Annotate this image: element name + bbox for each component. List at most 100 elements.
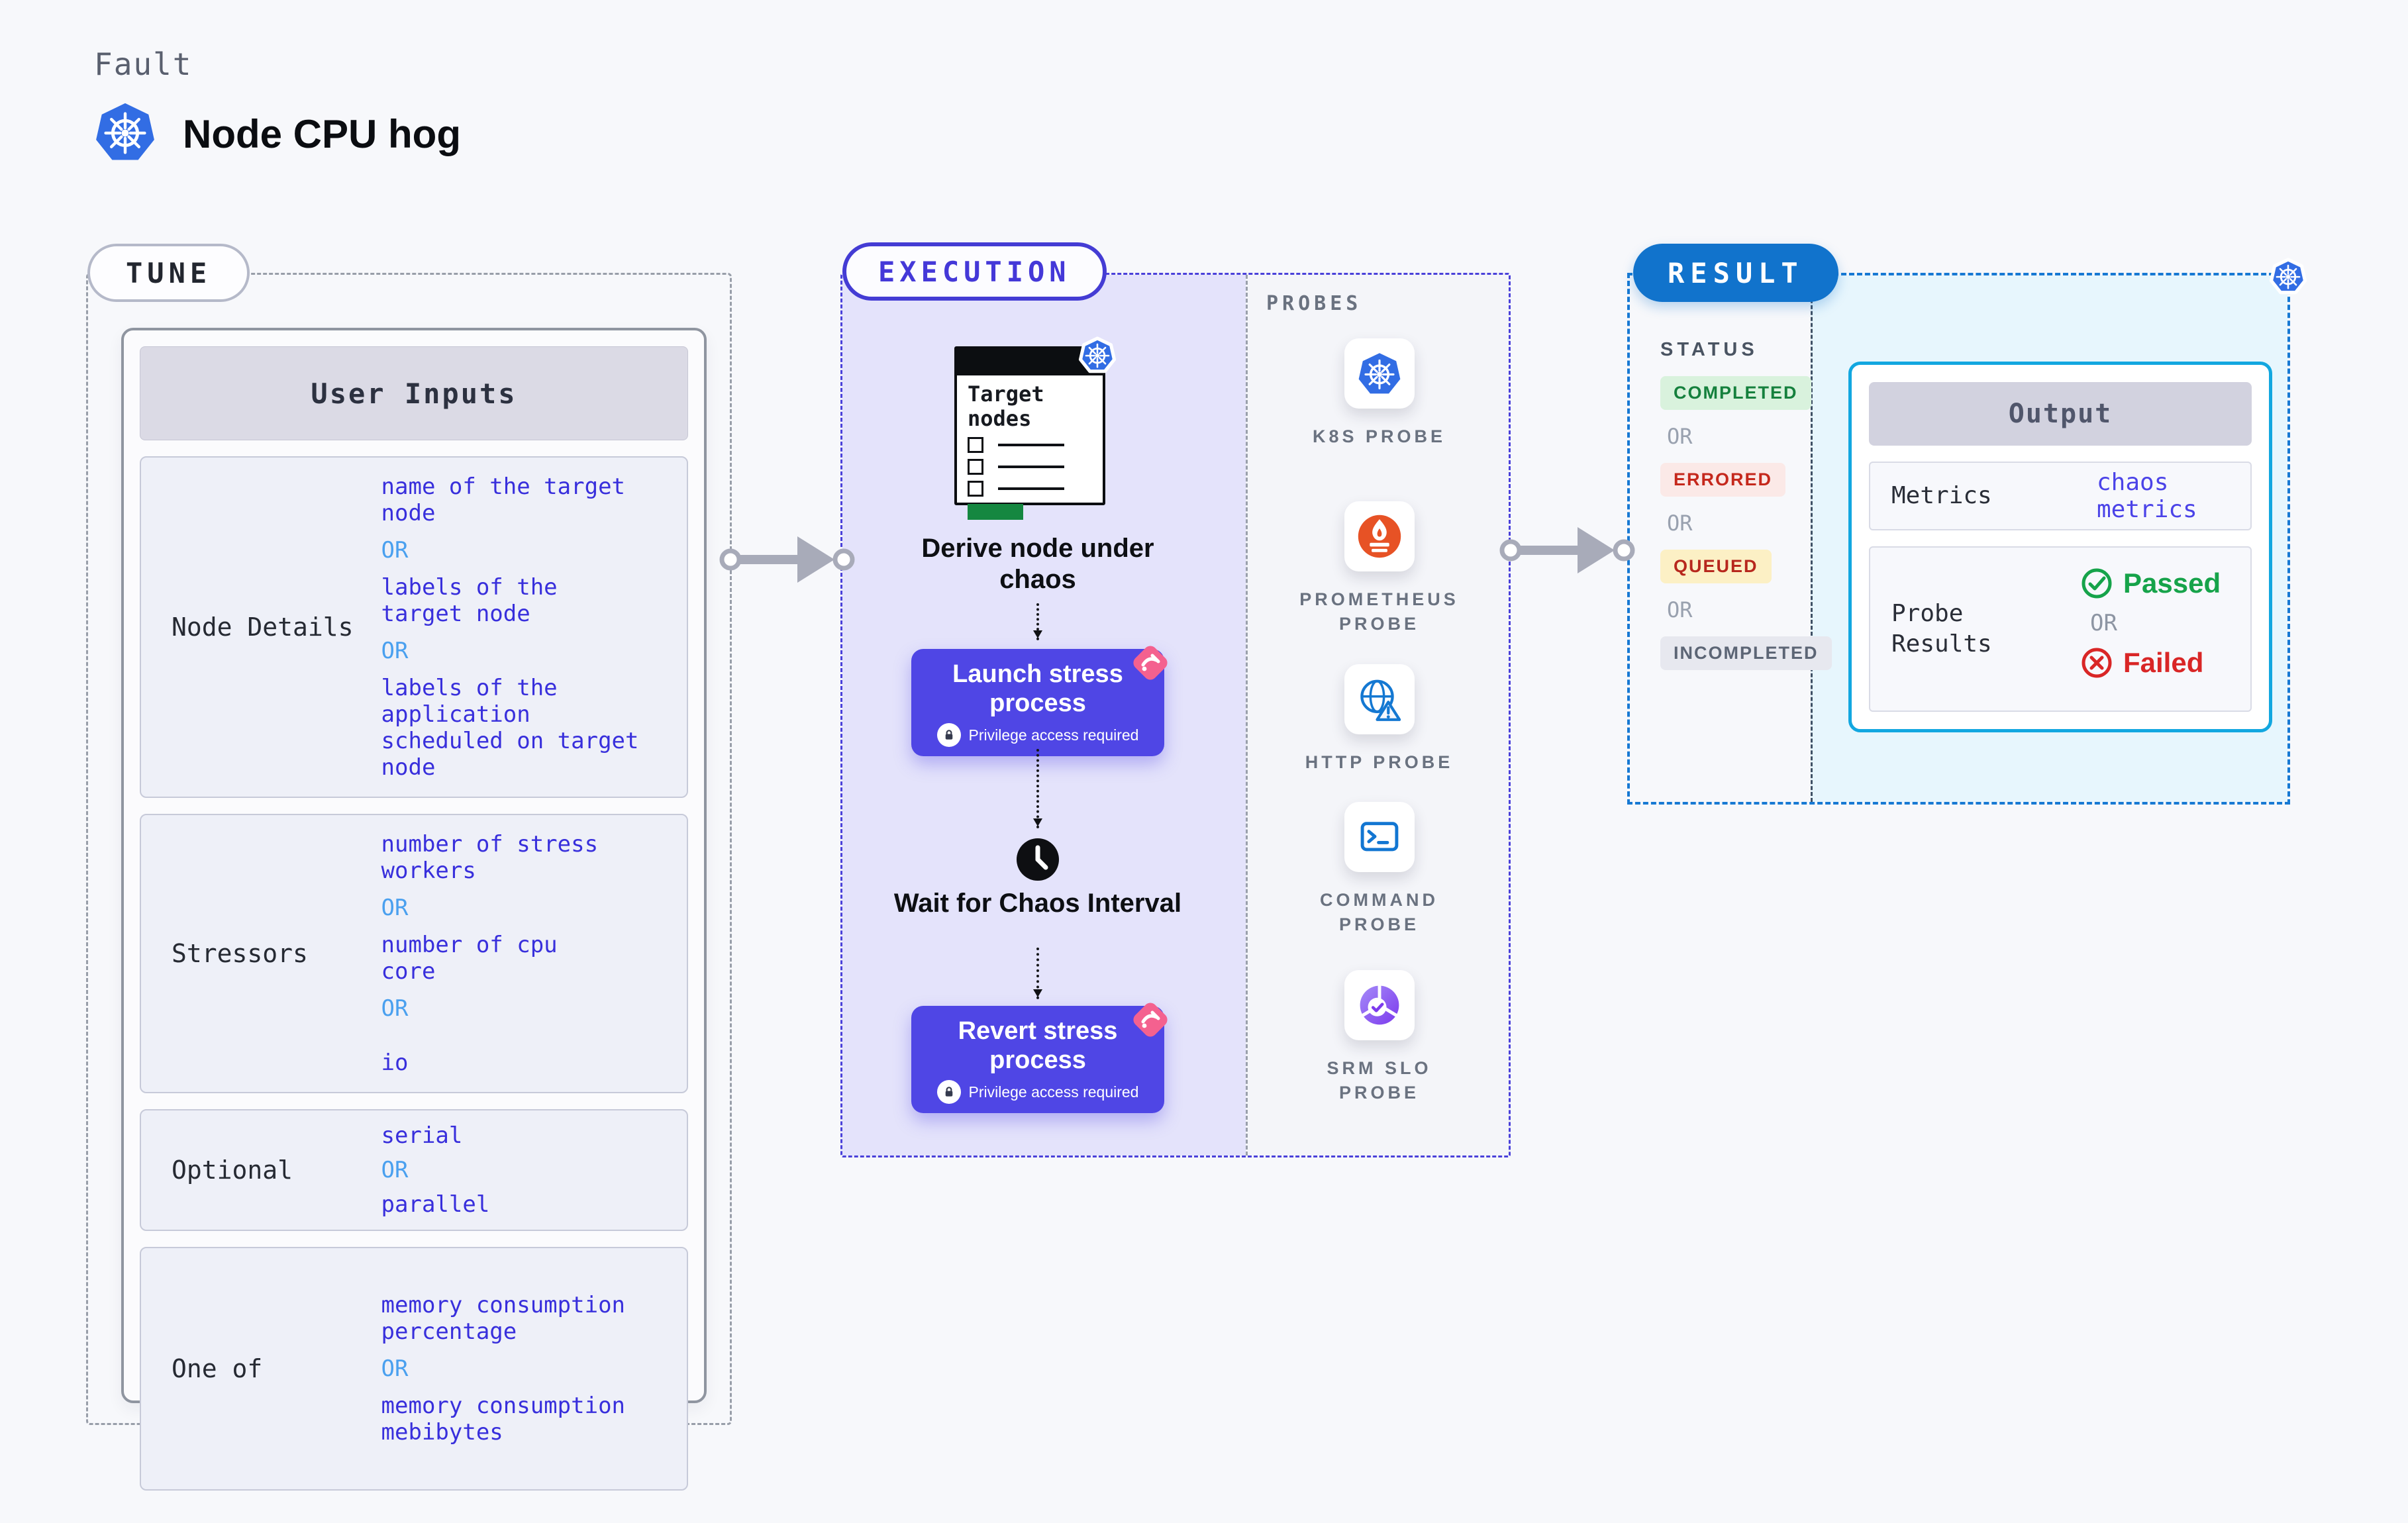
list-line (998, 487, 1064, 490)
launch-stress-label: Launch stress process (952, 660, 1123, 717)
node-list-item (968, 459, 1092, 475)
lock-icon (936, 1080, 961, 1104)
selected-node-bar (968, 504, 1023, 520)
row-label: One of (172, 1354, 263, 1383)
probe-label: PROMETHEUS PROBE (1299, 589, 1459, 634)
or-separator: OR (381, 995, 409, 1022)
lock-icon (936, 723, 961, 747)
checkbox-icon (968, 459, 983, 475)
table-row-optional: Optional serial OR parallel (140, 1109, 688, 1231)
probe-card (1344, 501, 1415, 571)
checkbox-icon (968, 481, 983, 497)
globe-alert-icon (1356, 676, 1403, 722)
input-option: serial (381, 1122, 463, 1149)
status-badge-errored: ERRORED (1660, 463, 1786, 497)
list-item-http-probe: HTTP PROBE (1246, 664, 1513, 775)
metrics-value: chaos metrics (2097, 469, 2197, 523)
probe-card (1344, 664, 1415, 734)
window-titlebar (957, 349, 1103, 375)
status-list: COMPLETED OR ERRORED OR QUEUED OR INCOMP… (1660, 376, 1832, 670)
chaos-ribbon-icon (1126, 995, 1175, 1044)
flow-connector (1033, 948, 1042, 999)
or-separator: OR (381, 537, 409, 564)
table-row-stressors: Stressors number of stress workers OR nu… (140, 814, 688, 1093)
flow-connector (1033, 749, 1042, 828)
input-option: number of cpu core (381, 932, 558, 985)
privilege-note: Privilege access required (968, 726, 1139, 744)
or-separator: OR (381, 1157, 409, 1183)
status-badge-incompleted: INCOMPLETED (1660, 636, 1832, 670)
output-title: Output (1869, 382, 2252, 446)
probe-label: K8S PROBE (1312, 426, 1446, 446)
row-label: Stressors (172, 939, 308, 968)
fault-eyebrow: Fault (94, 46, 193, 82)
prometheus-flame-icon (1356, 513, 1403, 560)
result-divider (1811, 275, 1813, 802)
table-row-one-of: One of memory consumption percentage OR … (140, 1247, 688, 1491)
input-option: parallel (381, 1191, 490, 1218)
or-separator: OR (381, 638, 409, 664)
slo-pie-check-icon (1356, 982, 1403, 1028)
probe-label: HTTP PROBE (1305, 752, 1454, 772)
passed-label: Passed (2123, 567, 2221, 599)
input-option: memory consumption mebibytes (381, 1393, 626, 1446)
or-separator: OR (1667, 597, 1693, 622)
row-label: Node Details (172, 613, 354, 642)
list-item-srm-slo-probe: SRM SLO PROBE (1246, 970, 1513, 1105)
failed-label: Failed (2123, 647, 2204, 678)
input-option: labels of the application scheduled on t… (381, 675, 639, 781)
user-inputs-title: User Inputs (140, 346, 688, 440)
kubernetes-icon (2266, 254, 2310, 298)
list-item-k8s-probe: K8S PROBE (1246, 338, 1513, 449)
node-list-item (968, 481, 1092, 497)
table-row-node-details: Node Details name of the target node OR … (140, 456, 688, 798)
list-line (998, 444, 1064, 446)
probe-label: SRM SLO PROBE (1327, 1058, 1432, 1103)
input-option: io (381, 1050, 409, 1076)
user-inputs-card: User Inputs Node Details name of the tar… (121, 328, 707, 1491)
status-badge-completed: COMPLETED (1660, 376, 1811, 410)
probe-results-row: Probe Results Passed OR Failed (1869, 546, 2252, 712)
input-option: labels of the target node (381, 574, 558, 627)
status-badge-queued: QUEUED (1660, 550, 1772, 583)
or-separator: OR (381, 1355, 409, 1382)
target-nodes-title: Target nodes (968, 381, 1044, 431)
launch-stress-button[interactable]: Launch stress process Privilege access r… (911, 649, 1164, 756)
tune-panel: User Inputs Node Details name of the tar… (86, 273, 732, 1491)
execution-panel: PROBES Target nodes Derive node under ch… (840, 273, 1511, 1157)
metrics-row: Metrics chaos metrics (1869, 462, 2252, 530)
list-item-command-probe: COMMAND PROBE (1246, 802, 1513, 937)
target-nodes-window: Target nodes (954, 346, 1105, 520)
result-panel: STATUS COMPLETED OR ERRORED OR QUEUED OR… (1627, 273, 2290, 805)
input-option: name of the target node (381, 473, 626, 526)
input-option: memory consumption percentage (381, 1292, 626, 1345)
checkbox-icon (968, 437, 983, 453)
flow-connector (1033, 603, 1042, 640)
status-heading: STATUS (1660, 339, 1758, 360)
failed-line: Failed (2081, 647, 2221, 679)
or-separator: OR (1667, 511, 1693, 536)
tune-section-badge: TUNE (87, 244, 250, 302)
chaos-ribbon-icon (1126, 638, 1175, 687)
probe-card (1344, 970, 1415, 1040)
x-circle-icon (2081, 647, 2113, 679)
terminal-icon (1356, 814, 1403, 860)
input-option: number of stress workers (381, 831, 599, 884)
list-line (998, 466, 1064, 468)
execution-section-badge: EXECUTION (842, 242, 1107, 301)
probe-label: COMMAND PROBE (1320, 890, 1438, 934)
derive-node-label: Derive node under chaos (921, 534, 1154, 594)
clock-icon (1016, 838, 1060, 881)
flow-arrow-execution-to-result (1499, 520, 1635, 580)
page-title: Node CPU hog (183, 112, 461, 156)
check-circle-icon (2081, 567, 2113, 599)
wait-interval-label: Wait for Chaos Interval (893, 889, 1182, 918)
metrics-label: Metrics (1891, 482, 1992, 509)
list-item-prometheus-probe: PROMETHEUS PROBE (1246, 501, 1513, 636)
probe-results-label: Probe Results (1891, 600, 1992, 658)
revert-stress-button[interactable]: Revert stress process Privilege access r… (911, 1006, 1164, 1113)
probes-divider (1246, 275, 1248, 1155)
or-separator: OR (1667, 424, 1693, 449)
or-separator: OR (381, 895, 409, 921)
kubernetes-icon (1356, 350, 1403, 397)
